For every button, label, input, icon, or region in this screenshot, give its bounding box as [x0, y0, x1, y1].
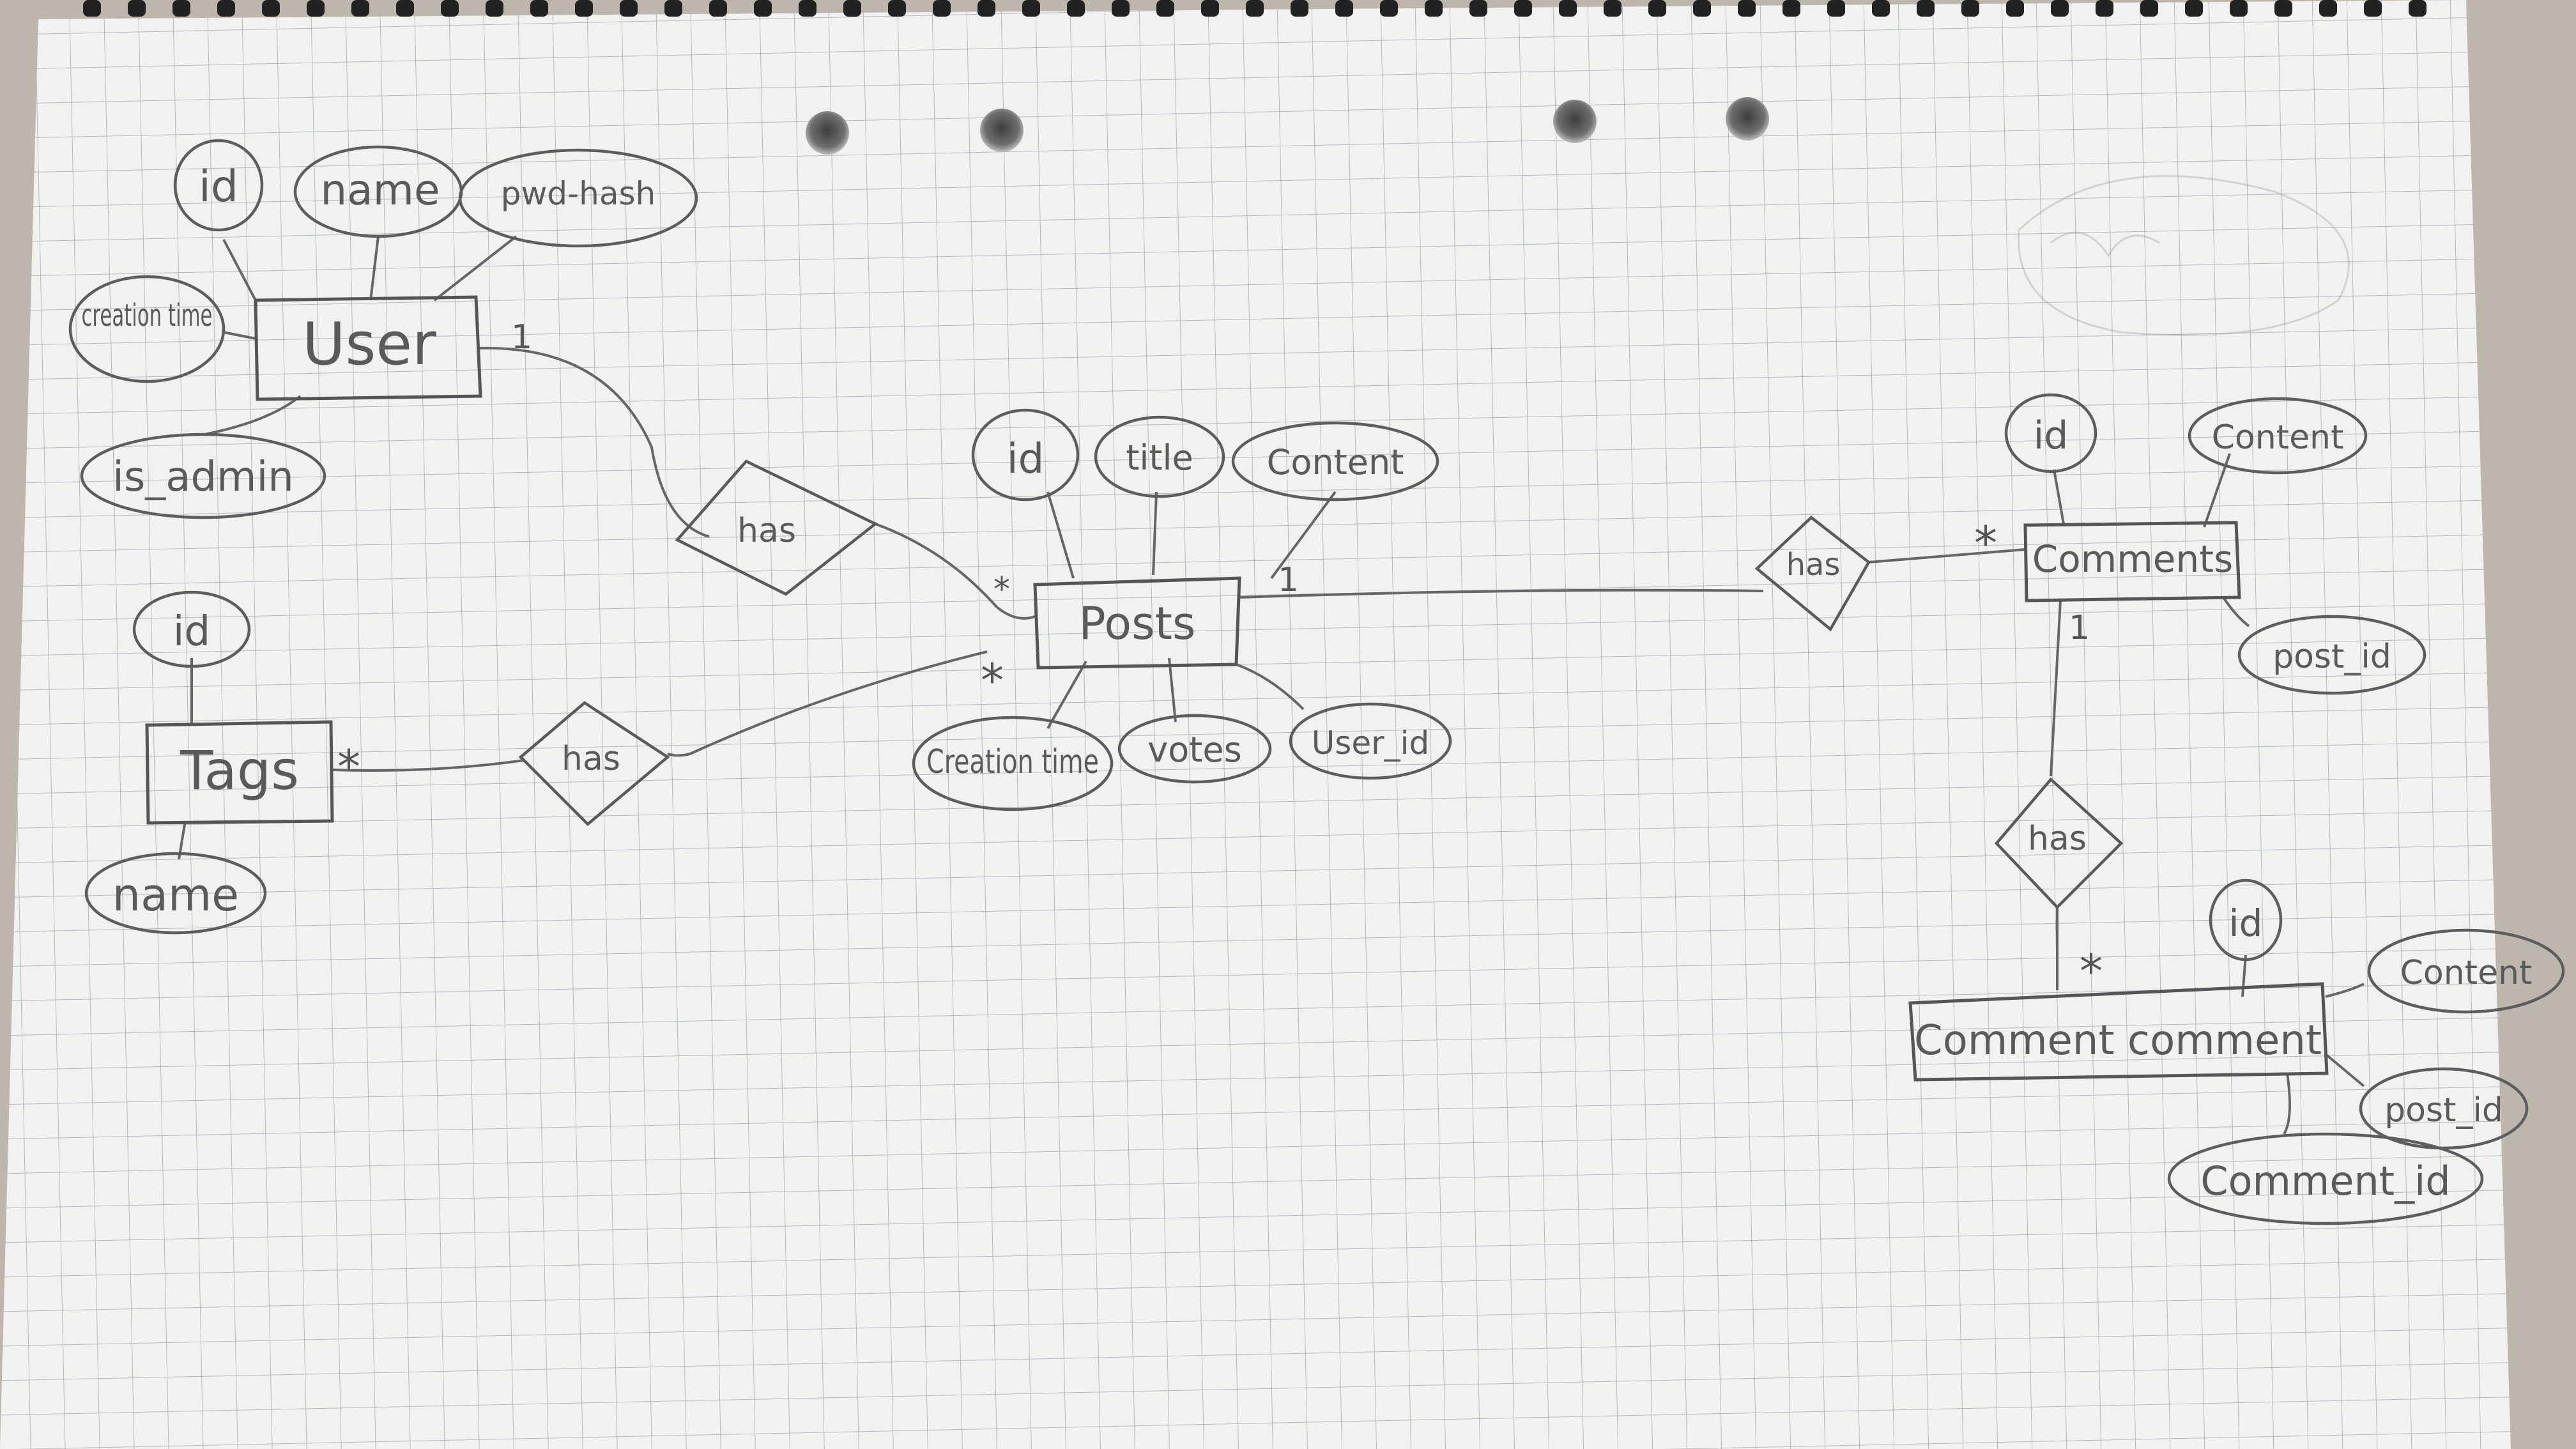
- spiral-binding: [83, 0, 2426, 17]
- entity-label-comments: Comments: [2032, 537, 2233, 581]
- line-posts-has-tags: [667, 650, 988, 757]
- cardinality-many: *: [981, 654, 1004, 707]
- entity-comments: Comments: [2023, 521, 2241, 602]
- attribute-comments-post-id: post_id: [2237, 615, 2426, 695]
- attribute-posts-title: title: [1094, 415, 1225, 498]
- entity-comment-comment: Comment comment: [1908, 982, 2329, 1082]
- attribute-label: id: [199, 162, 238, 212]
- cardinality-one: 1: [511, 318, 532, 356]
- attribute-posts-votes: votes: [1117, 714, 1272, 784]
- attribute-label: creation time: [82, 298, 213, 334]
- attribute-label: id: [2229, 901, 2263, 945]
- cardinality-one: 1: [1278, 561, 1299, 599]
- attribute-label: id: [2034, 413, 2069, 458]
- attribute-cc-content: Content: [2367, 928, 2565, 1014]
- cardinality-one: 1: [2069, 609, 2090, 647]
- line-comments-postid: [2222, 596, 2250, 627]
- punch-holes: [806, 97, 1769, 155]
- entity-label-tags: Tags: [180, 739, 299, 802]
- relationship-label: has: [737, 512, 796, 550]
- attribute-user-pwd-hash: pwd-hash: [458, 148, 698, 248]
- line-posts-content: [1270, 491, 1337, 579]
- line-posts-userid: [1236, 663, 1305, 710]
- relationship-comments-comment-comment: has: [1994, 777, 2124, 910]
- line-has-comments: [1868, 548, 2026, 564]
- line-user-creation: [223, 331, 256, 340]
- attribute-posts-creation-time: Creation time: [912, 716, 1114, 811]
- entity-tags: Tags: [145, 720, 334, 825]
- attribute-posts-user-id: User_id: [1289, 702, 1452, 780]
- relationship-label: has: [1786, 547, 1841, 583]
- relationship-label: has: [562, 740, 620, 778]
- connector-lines: [178, 235, 2365, 1135]
- line-has-posts: [875, 523, 1036, 620]
- relationship-tags-posts: has: [518, 701, 670, 827]
- attribute-tags-name: name: [84, 852, 267, 935]
- line-comments-has: [2050, 600, 2062, 777]
- attribute-label: votes: [1147, 730, 1242, 770]
- cardinality-many: *: [337, 740, 360, 793]
- attribute-label: id: [173, 608, 210, 656]
- line-user-isadmin: [204, 395, 302, 436]
- line-user-has: [479, 346, 710, 538]
- line-cc-commentid: [2283, 1073, 2291, 1135]
- cardinality-marks: 1 * * * 1 * 1 *: [337, 318, 2103, 998]
- erased-scribble: [2017, 175, 2350, 336]
- attribute-label: post_id: [2273, 638, 2391, 676]
- line-cc-content: [2325, 983, 2365, 998]
- attribute-label: User_id: [1312, 724, 1430, 762]
- graph-paper-sheet: [0, 0, 2511, 1449]
- attribute-tags-id: id: [132, 590, 251, 668]
- relationship-posts-comments: has: [1754, 516, 1871, 632]
- line-user-id: [222, 239, 257, 301]
- attribute-label: Content: [1267, 442, 1404, 482]
- cardinality-many: *: [2080, 944, 2103, 998]
- line-user-pwd: [433, 235, 518, 302]
- line-has-tags: [332, 759, 525, 772]
- line-posts-id: [1046, 491, 1075, 579]
- attribute-label: title: [1126, 438, 1193, 478]
- relationship-user-posts: has: [675, 459, 878, 596]
- entity-label-posts: Posts: [1079, 597, 1196, 650]
- attribute-cc-comment-id: Comment_id: [2167, 1132, 2484, 1225]
- cardinality-many: *: [993, 571, 1010, 609]
- line-posts-has-comments: [1239, 588, 1764, 599]
- punch-hole: [1553, 100, 1597, 143]
- line-cc-id: [2241, 954, 2247, 997]
- attribute-user-creation-time: creation time: [68, 275, 226, 383]
- attribute-label: is_admin: [112, 454, 294, 501]
- attribute-cc-id: id: [2209, 878, 2283, 962]
- cardinality-many: *: [1974, 516, 1997, 570]
- attribute-label: Comment_id: [2200, 1158, 2450, 1204]
- attribute-label: Content: [2212, 418, 2344, 457]
- attribute-label: name: [112, 869, 240, 921]
- attribute-label: post_id: [2384, 1091, 2503, 1130]
- punch-hole: [980, 109, 1023, 152]
- line-posts-title: [1152, 491, 1158, 576]
- punch-hole: [806, 111, 849, 155]
- attribute-comments-content: Content: [2188, 397, 2368, 475]
- attribute-posts-id: id: [971, 408, 1080, 502]
- attribute-label: Content: [2400, 954, 2533, 992]
- attribute-label: Creation time: [926, 743, 1099, 781]
- attribute-label: name: [320, 165, 440, 215]
- attribute-user-is-admin: is_admin: [80, 433, 326, 519]
- line-cc-postid: [2324, 1053, 2365, 1087]
- entity-posts: Posts: [1033, 576, 1241, 670]
- attribute-label: id: [1007, 436, 1044, 483]
- punch-hole: [1726, 97, 1769, 141]
- attribute-comments-id: id: [2004, 393, 2097, 473]
- attribute-posts-content: Content: [1231, 421, 1439, 502]
- attribute-user-id: id: [173, 139, 264, 232]
- line-user-name: [369, 236, 379, 301]
- line-posts-creation: [1046, 661, 1087, 729]
- line-posts-votes: [1168, 657, 1177, 723]
- attribute-label: pwd-hash: [501, 175, 656, 212]
- entity-label-user: User: [302, 310, 436, 378]
- entity-label-comment-comment: Comment comment: [1914, 1017, 2322, 1064]
- entity-user: User: [254, 295, 482, 401]
- relationship-label: has: [2028, 820, 2087, 858]
- line-comments-id: [2053, 469, 2065, 525]
